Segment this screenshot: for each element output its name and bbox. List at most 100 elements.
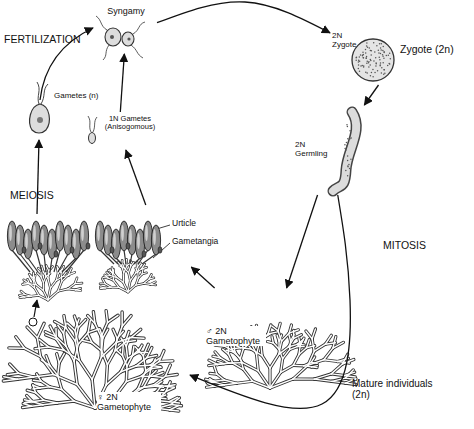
filament-core — [123, 273, 125, 282]
filament-core — [278, 341, 280, 349]
filament-core — [136, 365, 150, 367]
annotation-label: Mature individuals (2n) — [352, 378, 452, 400]
filament-core — [92, 343, 102, 351]
filament-core — [117, 278, 123, 283]
filament-core — [138, 268, 139, 272]
stipple-dot — [355, 59, 357, 61]
filament-outline — [50, 280, 56, 288]
filament-core — [10, 364, 19, 373]
filament-outline — [209, 360, 218, 364]
filament-core — [159, 360, 173, 362]
gametangium — [142, 251, 146, 257]
filament-outline — [170, 410, 179, 411]
annotation-label: MITOSIS — [383, 240, 453, 252]
filament-outline — [243, 369, 252, 381]
zygote-stipple — [355, 42, 391, 78]
filament-outline — [214, 380, 224, 381]
filament-core — [106, 311, 107, 323]
filament-core — [273, 343, 279, 349]
filament-core — [48, 279, 50, 288]
stage-node: 2N Germling — [295, 105, 370, 195]
filament-core — [141, 267, 146, 269]
filament-outline — [92, 343, 102, 351]
filament-outline — [39, 340, 48, 347]
annotation-label: Gametes (n) — [54, 92, 104, 101]
filament-core — [92, 379, 95, 408]
filament-core — [270, 379, 293, 388]
attachment-circle — [29, 318, 37, 326]
filament-core — [33, 385, 40, 388]
stage-label: 2N Germling — [295, 141, 333, 159]
filament-core — [268, 325, 271, 334]
filament-core — [258, 371, 270, 388]
filament-outline — [20, 295, 25, 297]
filament-outline — [17, 377, 33, 379]
male-gametophyte-thallus — [206, 323, 357, 388]
filament-outline — [331, 374, 344, 376]
filament-outline — [324, 348, 333, 360]
stipple-dot — [347, 155, 349, 157]
filament-outline — [106, 311, 107, 323]
filament-outline — [138, 274, 142, 278]
filament-outline — [293, 377, 314, 380]
stage-label: Urticle — [172, 219, 222, 229]
filament-outline — [79, 360, 92, 379]
filament-core — [144, 279, 149, 283]
filament-core — [55, 321, 66, 327]
utricle-highlight — [113, 233, 116, 249]
filament-core — [261, 345, 262, 356]
stipple-dot — [367, 60, 369, 62]
filament-core — [33, 273, 34, 278]
filament-core — [35, 347, 48, 349]
filament-outline — [100, 287, 105, 290]
filament-core — [121, 366, 136, 372]
gametangium — [54, 251, 58, 257]
filament-core — [136, 283, 144, 285]
filament-outline — [48, 279, 50, 288]
germling-stipple — [344, 124, 352, 176]
filament-core — [331, 364, 342, 374]
stipple-dot — [379, 64, 381, 66]
filament-core — [272, 337, 273, 343]
stipple-dot — [386, 55, 388, 57]
filament-core — [129, 266, 131, 272]
filament-core — [117, 331, 123, 338]
filament-core — [214, 380, 224, 381]
stage-node: 2N ZygoteZygote (2n) — [330, 30, 466, 85]
filament-core — [294, 335, 302, 339]
filament-outline — [54, 374, 78, 384]
filament-core — [37, 323, 44, 338]
stage-node: UrticleGametangia — [92, 205, 222, 267]
filament-core — [131, 329, 141, 337]
filament-core — [23, 404, 31, 407]
stipple-dot — [383, 52, 385, 54]
filament-core — [136, 278, 138, 285]
filament-outline — [7, 373, 18, 374]
stage-label: Gametangia — [172, 237, 222, 247]
filament-core — [229, 362, 242, 364]
utricle-highlight — [105, 229, 108, 245]
utricle-highlight — [145, 225, 148, 241]
gametangium — [158, 247, 162, 253]
filament-core — [308, 360, 324, 366]
filament-core — [122, 316, 131, 327]
utricle-highlight — [65, 229, 68, 245]
filament-core — [58, 289, 68, 291]
filament-core — [102, 351, 108, 365]
stipple-dot — [348, 164, 350, 166]
stipple-dot — [359, 56, 361, 58]
filament-outline — [278, 323, 280, 331]
stipple-dot — [347, 138, 349, 140]
stipple-dot — [344, 144, 346, 146]
utricle-highlight — [17, 229, 20, 245]
filament-core — [68, 288, 75, 290]
filament-core — [251, 349, 262, 356]
filament-core — [36, 285, 43, 291]
filament-core — [43, 272, 48, 279]
stipple-dot — [365, 49, 367, 51]
utricle-highlight — [33, 225, 36, 241]
filament-core — [142, 273, 147, 274]
filament-core — [151, 367, 161, 368]
stipple-dot — [383, 69, 385, 71]
